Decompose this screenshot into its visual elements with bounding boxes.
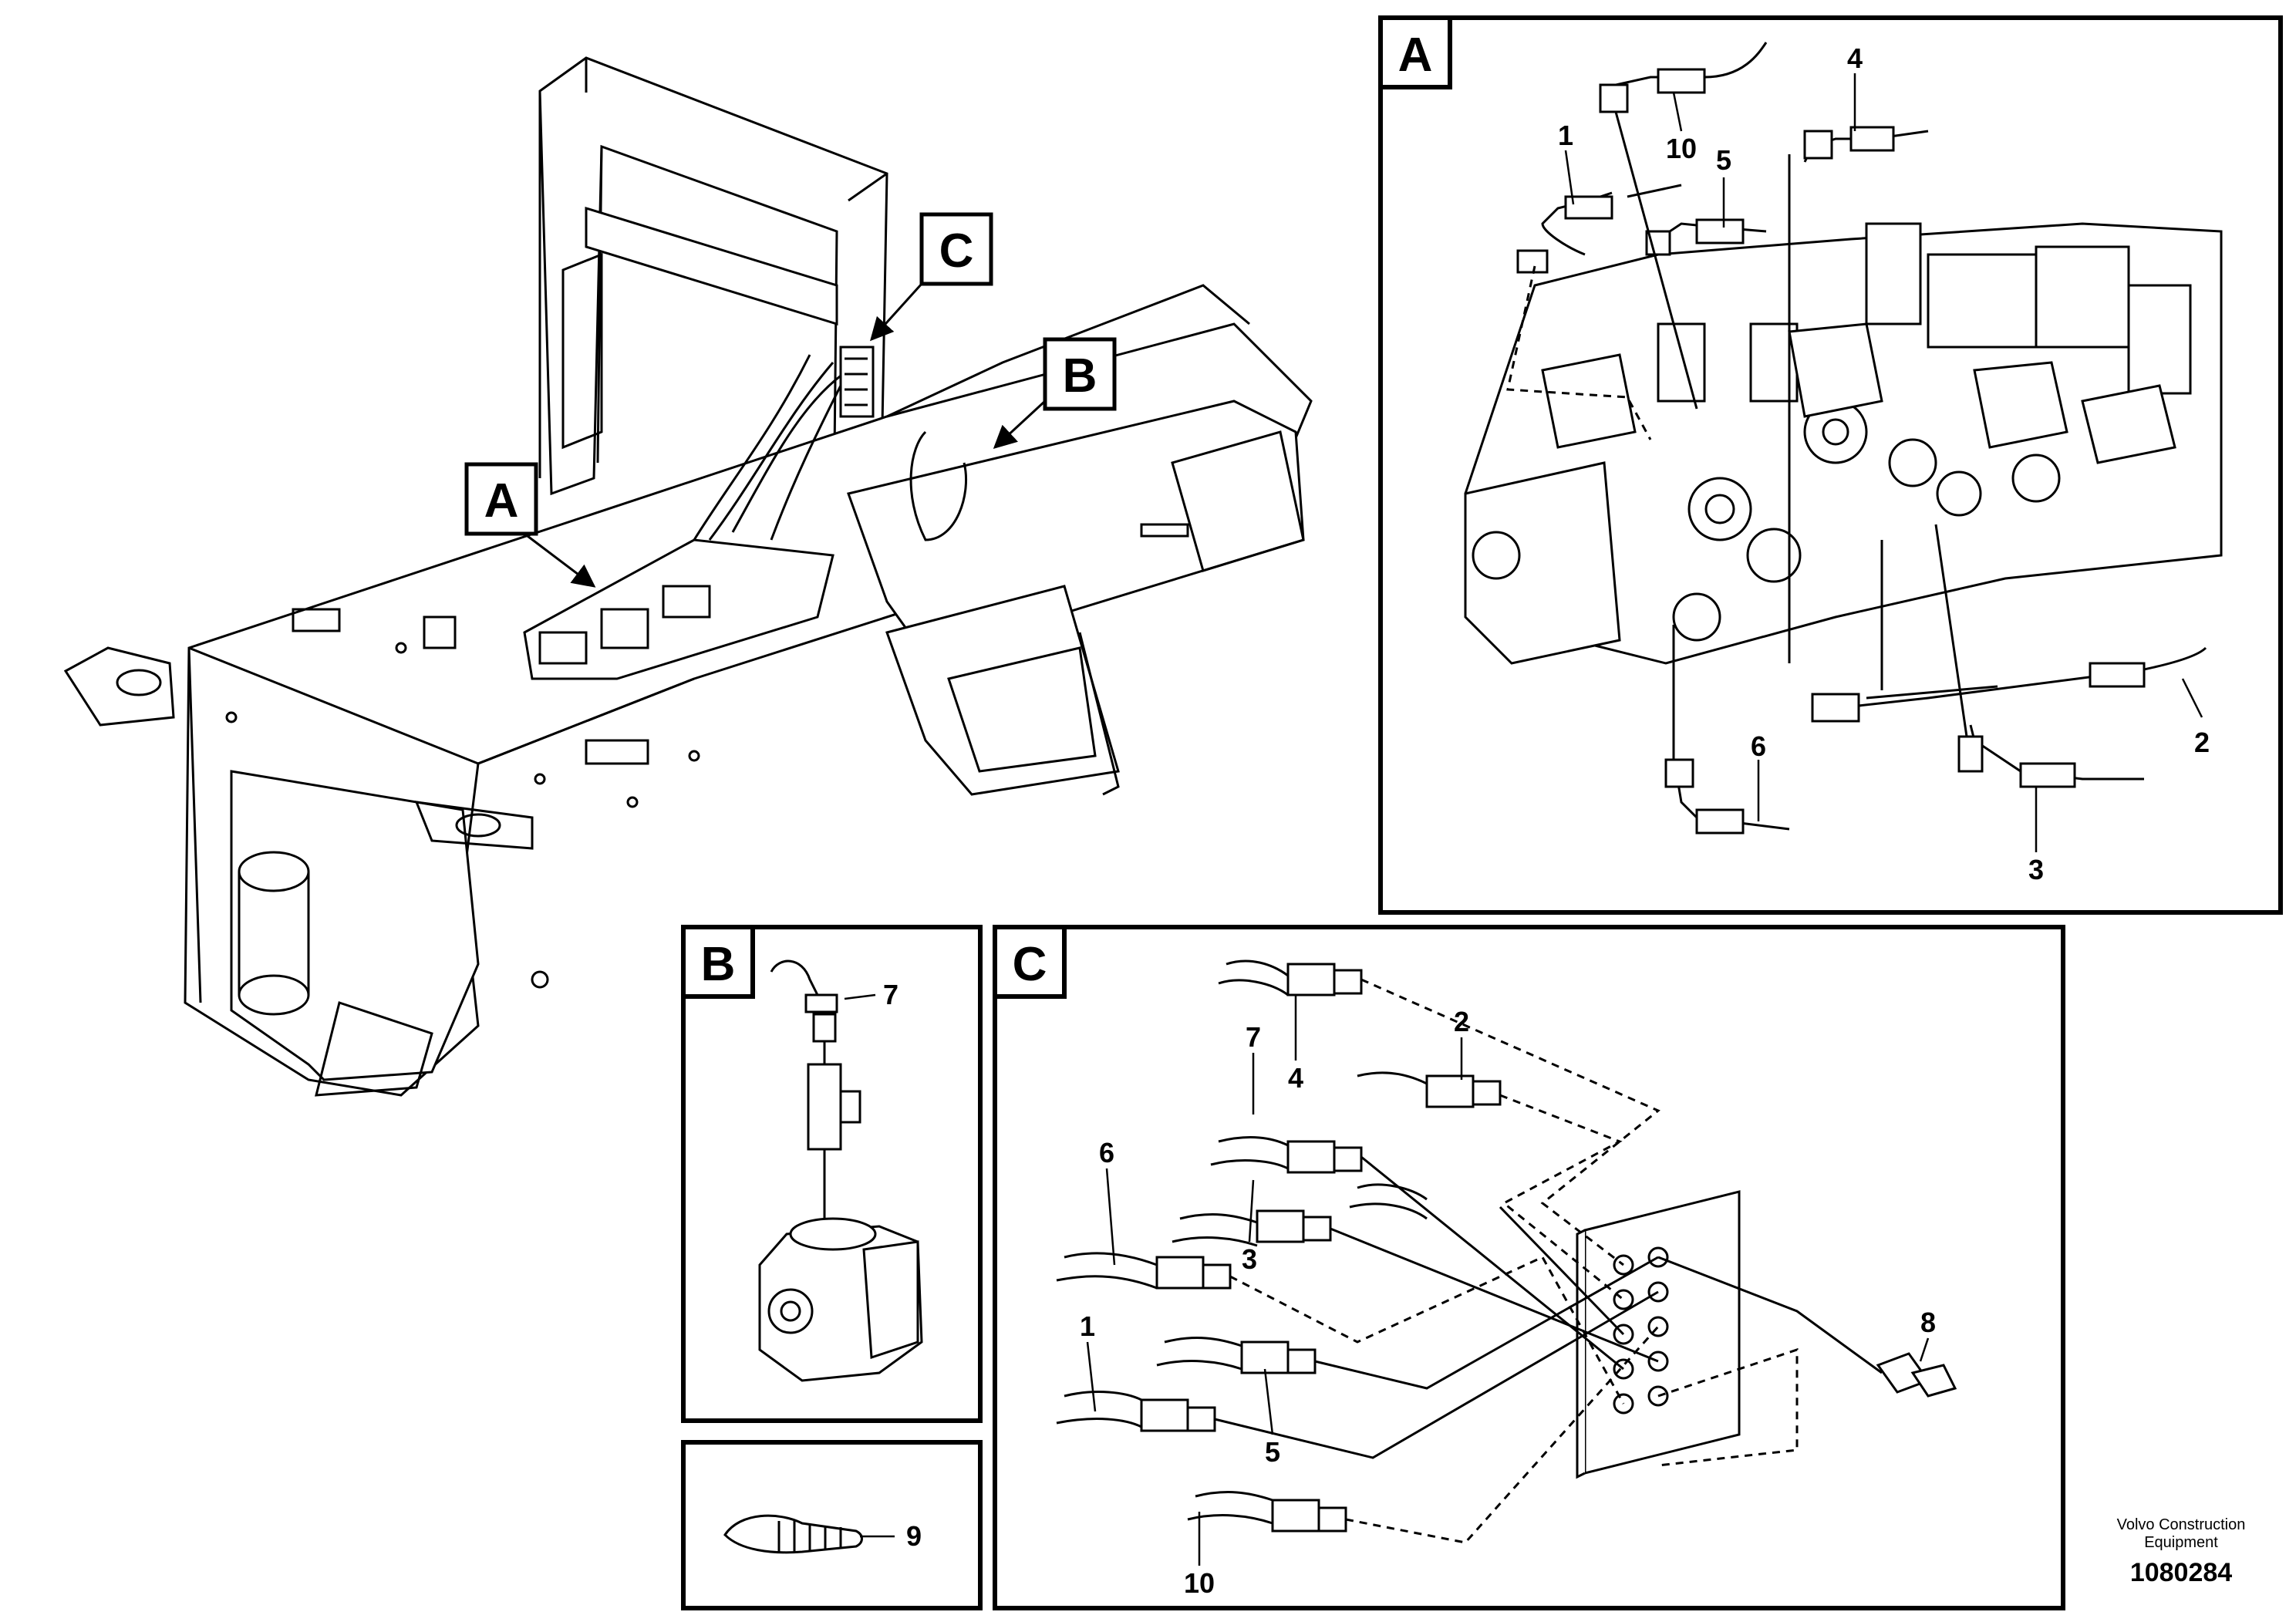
drawing-number: 1080284: [2130, 1558, 2232, 1587]
detail-panel-a: A: [1378, 15, 2283, 915]
callout-c-1: 1: [1080, 1310, 1095, 1342]
callout-c-8: 8: [1920, 1307, 1936, 1338]
frame-assembly-illustration: [63, 56, 1313, 1097]
callout-a-3: 3: [2028, 854, 2044, 885]
svg-text:A: A: [484, 474, 519, 528]
svg-text:B: B: [1063, 349, 1097, 403]
panel-b-letter: B: [701, 938, 736, 991]
callout-c-6: 6: [1099, 1137, 1114, 1168]
panel-c-letter: C: [1013, 938, 1047, 991]
callout-a-1: 1: [1558, 120, 1573, 151]
panel-a-letter: A: [1398, 29, 1433, 82]
callout-a-2: 2: [2194, 727, 2210, 758]
callout-c-2: 2: [1454, 1006, 1469, 1037]
callout-a-10: 10: [1666, 133, 1697, 164]
pump-illustration: [758, 959, 923, 1382]
callout-c-5: 5: [1265, 1436, 1280, 1468]
hoses-panel-a: [1506, 42, 2207, 835]
callout-line-b-7: [844, 993, 876, 1000]
callout-b-7: 7: [883, 979, 899, 1010]
callout-9: 9: [906, 1520, 922, 1552]
publisher-block: Volvo Construction Equipment 1080284: [2117, 1516, 2246, 1587]
main-label-c: C: [869, 212, 993, 342]
svg-text:C: C: [939, 224, 974, 278]
main-label-b: B: [993, 337, 1117, 450]
cable-tie-illustration: [723, 1514, 863, 1554]
bulkhead-plate: [1576, 1190, 1741, 1479]
detail-panel-c: C: [993, 925, 2065, 1610]
callout-c-3: 3: [1242, 1243, 1257, 1275]
callout-a-5: 5: [1716, 144, 1731, 176]
hoses-panel-c: [1056, 959, 1957, 1544]
detail-panel-cable-tie: 9: [681, 1440, 983, 1610]
control-valve-illustration: [1464, 222, 2223, 665]
callout-a-6: 6: [1751, 730, 1766, 762]
callout-c-7: 7: [1246, 1021, 1261, 1053]
brand-line-2: Equipment: [2144, 1534, 2218, 1551]
brand-line-1: Volvo Construction: [2117, 1516, 2246, 1533]
callouts-panel-a: [1564, 73, 2203, 852]
callout-c-4: 4: [1288, 1062, 1303, 1094]
callouts-panel-c: [1086, 995, 1930, 1566]
callout-c-10: 10: [1184, 1567, 1215, 1599]
detail-panel-b: B 7: [681, 925, 983, 1423]
callout-a-4: 4: [1847, 42, 1863, 74]
main-label-a: A: [464, 462, 596, 588]
